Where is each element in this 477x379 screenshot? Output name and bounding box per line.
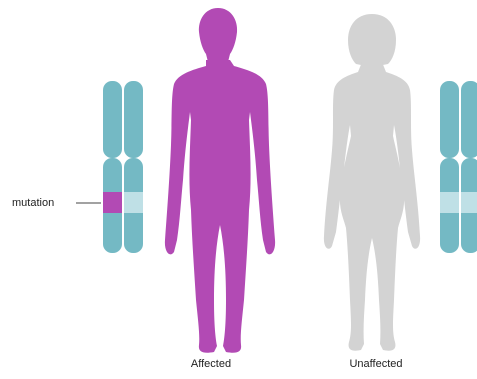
unaffected-label: Unaffected: [336, 358, 416, 370]
affected-label: Affected: [176, 358, 246, 370]
chromosome-arm-upper: [440, 81, 459, 158]
unaffected-head: [348, 14, 396, 66]
mutation-label: mutation: [12, 197, 54, 209]
normal-band: [461, 192, 477, 213]
affected-person-figure: [165, 8, 275, 353]
chromosome-arm-upper: [124, 81, 143, 158]
chromosome-left: [103, 81, 122, 253]
unaffected-body: [324, 62, 420, 351]
normal-band: [440, 192, 459, 213]
chromosome-right: [124, 81, 143, 253]
chromosome-pair-unaffected: [440, 81, 477, 253]
normal-band: [124, 192, 143, 213]
chromosome-arm-upper: [461, 81, 477, 158]
affected-head: [199, 8, 237, 62]
unaffected-person-figure: [324, 14, 420, 351]
chromosome-arm-upper: [103, 81, 122, 158]
affected-body: [165, 60, 275, 353]
mutation-band: [103, 192, 122, 213]
chromosome-right: [461, 81, 477, 253]
chromosome-pair-affected: [76, 81, 143, 253]
chromosome-left: [440, 81, 459, 253]
